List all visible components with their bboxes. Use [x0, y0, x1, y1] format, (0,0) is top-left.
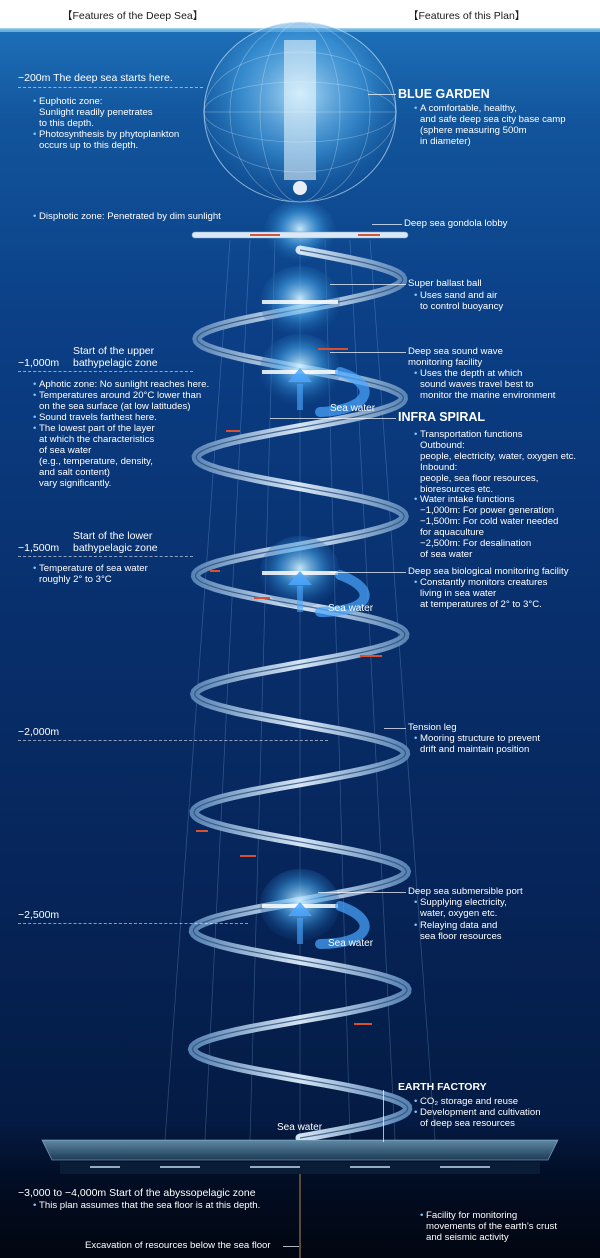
blue-garden-desc: A comfortable, healthy, and safe deep se… [414, 103, 566, 147]
ballast-ball-desc: Uses sand and air to control buoyancy [414, 290, 503, 312]
aphotic-note: Aphotic zone: No sunlight reaches here. [33, 379, 209, 390]
water-intake-functions: Water intake functions −1,000m: For powe… [414, 494, 558, 560]
gondola-lobby-label: Deep sea gondola lobby [404, 218, 508, 229]
submersible-port-desc1-text: Supplying electricity, water, oxygen etc… [414, 897, 507, 919]
sound-monitoring-leader [330, 352, 406, 353]
temp20-note: Temperatures around 20°C lower than on t… [33, 390, 201, 412]
upper-bathypelagic-label: Start of the upper bathypelagic zone [73, 345, 158, 369]
bio-monitoring-title: Deep sea biological monitoring facility [408, 566, 569, 577]
sea-water-label-2: Sea water [328, 603, 374, 614]
depth-1000m-line [18, 371, 193, 372]
depth-2500m: −2,500m [18, 909, 60, 921]
sea-water-label-1: Sea water [330, 403, 376, 414]
tension-leg-desc: Mooring structure to prevent drift and m… [414, 733, 540, 755]
seafloor-assumption-note: This plan assumes that the sea floor is … [33, 1200, 260, 1211]
transport-functions-text: Transportation functions Outbound: peopl… [414, 429, 576, 495]
lowest-layer-text: The lowest part of the layer at which th… [33, 423, 155, 489]
water-intake-text: Water intake functions −1,000m: For powe… [414, 494, 558, 560]
depth-2000m: −2,000m [18, 726, 60, 738]
seafloor-assumption-text: This plan assumes that the sea floor is … [33, 1200, 260, 1211]
depth-1500m-line [18, 556, 193, 557]
depth-200m-line [18, 87, 203, 88]
sea-water-label-4: Sea water [277, 1122, 323, 1133]
deep-sea-features-header: 【Features of the Deep Sea】 [62, 10, 204, 22]
photosynthesis-text: Photosynthesis by phytoplankton occurs u… [33, 129, 179, 151]
sound-text: Sound travels farthest here. [33, 412, 157, 423]
blue-garden-desc-text: A comfortable, healthy, and safe deep se… [414, 103, 566, 147]
tension-leg-desc-text: Mooring structure to prevent drift and m… [414, 733, 540, 755]
lower-bathypelagic-label: Start of the lower bathypelagic zone [73, 530, 158, 554]
euphotic-note: Euphotic zone: Sunlight readily penetrat… [33, 96, 153, 129]
sea-water-label-3: Sea water [328, 938, 374, 949]
earth-factory-desc1: CO₂ storage and reuse [414, 1096, 518, 1107]
disphotic-note: Disphotic zone: Penetrated by dim sunlig… [33, 211, 221, 222]
temp2-note: Temperature of sea water roughly 2° to 3… [33, 563, 148, 585]
depth-2000m-line [18, 740, 328, 741]
disphotic-text: Disphotic zone: Penetrated by dim sunlig… [33, 211, 221, 222]
depth-1500m: −1,500m [18, 542, 60, 554]
ballast-ball-title: Super ballast ball [408, 278, 482, 289]
bio-monitoring-desc-text: Constantly monitors creatures living in … [414, 577, 547, 610]
gondola-leader [372, 224, 402, 225]
sound-monitoring-desc-text: Uses the depth at which sound waves trav… [414, 368, 555, 401]
euphotic-text: Euphotic zone: Sunlight readily penetrat… [33, 96, 153, 129]
blue-garden-leader [368, 94, 396, 95]
infra-spiral-title: INFRA SPIRAL [398, 410, 486, 424]
temp2-text: Temperature of sea water roughly 2° to 3… [33, 563, 148, 585]
earth-factory-desc1-text: CO₂ storage and reuse [414, 1096, 518, 1107]
blue-garden-title: BLUE GARDEN [398, 87, 490, 101]
plan-features-header: 【Features of this Plan】 [408, 10, 526, 22]
ballast-leader [330, 284, 406, 285]
submersible-port-desc2: Relaying data and sea floor resources [414, 920, 502, 942]
earth-factory-title: EARTH FACTORY [398, 1081, 487, 1093]
tension-leg-title: Tension leg [408, 722, 457, 733]
depth-200m: −200m The deep sea starts here. [18, 72, 173, 84]
aphotic-text: Aphotic zone: No sunlight reaches here. [33, 379, 209, 390]
excavation-leader [283, 1246, 299, 1247]
crust-monitoring-note: Facility for monitoring movements of the… [420, 1210, 557, 1243]
bio-monitoring-leader [330, 572, 406, 573]
submersible-port-title: Deep sea submersible port [408, 886, 523, 897]
sound-monitoring-desc: Uses the depth at which sound waves trav… [414, 368, 555, 401]
depth-3000m: −3,000 to −4,000m Start of the abyssopel… [18, 1187, 256, 1199]
crust-monitoring-text: Facility for monitoring movements of the… [420, 1210, 557, 1243]
earth-factory-leader [383, 1090, 384, 1142]
ballast-desc-text: Uses sand and air to control buoyancy [414, 290, 503, 312]
sound-note: Sound travels farthest here. [33, 412, 157, 423]
earth-factory-desc2-text: Development and cultivation of deep sea … [414, 1107, 541, 1129]
lowest-layer-note: The lowest part of the layer at which th… [33, 423, 155, 489]
transport-functions: Transportation functions Outbound: peopl… [414, 429, 576, 495]
photosynthesis-note: Photosynthesis by phytoplankton occurs u… [33, 129, 179, 151]
bio-monitoring-desc: Constantly monitors creatures living in … [414, 577, 547, 610]
submersible-port-desc1: Supplying electricity, water, oxygen etc… [414, 897, 507, 919]
sound-monitoring-title: Deep sea sound wave monitoring facility [408, 346, 503, 368]
submersible-port-desc2-text: Relaying data and sea floor resources [414, 920, 502, 942]
depth-1000m: −1,000m [18, 357, 60, 369]
infra-spiral-leader [270, 418, 396, 419]
temp20-text: Temperatures around 20°C lower than on t… [33, 390, 201, 412]
submersible-port-leader [318, 892, 406, 893]
excavation-label: Excavation of resources below the sea fl… [85, 1240, 271, 1251]
earth-factory-desc2: Development and cultivation of deep sea … [414, 1107, 541, 1129]
depth-2500m-line [18, 923, 248, 924]
tension-leg-leader [384, 728, 406, 729]
